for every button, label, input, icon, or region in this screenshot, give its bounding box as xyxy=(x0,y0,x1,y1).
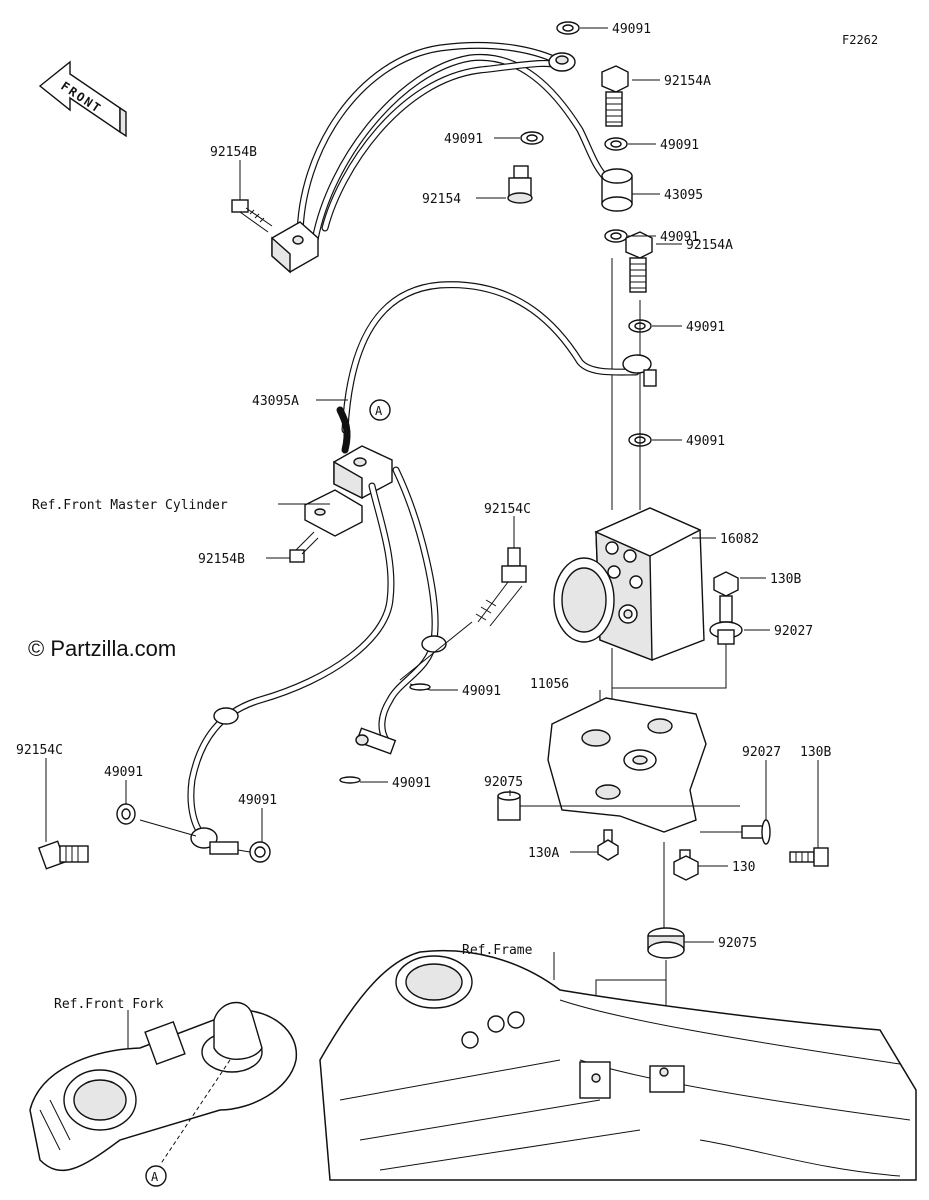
callout-43095a: 43095A xyxy=(252,394,299,409)
callout-ref-front-master-cylinder: Ref.Front Master Cylinder xyxy=(32,498,228,513)
callout-49091-i: 49091 xyxy=(238,793,277,808)
bolt-130b-right xyxy=(789,847,829,867)
callout-130a: 130A xyxy=(528,846,559,861)
hose-grommet-left xyxy=(213,707,239,725)
callout-92075-left: 92075 xyxy=(484,775,523,790)
bolt-92154a-mid xyxy=(625,231,653,293)
callout-92027-upper: 92027 xyxy=(774,624,813,639)
callout-43095: 43095 xyxy=(664,188,703,203)
grommet-92075-lower xyxy=(647,927,685,959)
hose-grommet-right xyxy=(421,635,447,653)
frame-assembly xyxy=(319,949,917,1181)
callout-49091-g: 49091 xyxy=(462,684,501,699)
callout-49091-h: 49091 xyxy=(104,765,143,780)
callout-49091-d: 49091 xyxy=(660,230,699,245)
banjo-fitting-lower-left xyxy=(190,827,239,855)
callout-92154c-left: 92154C xyxy=(16,743,63,758)
callout-92154b-mid: 92154B xyxy=(198,552,245,567)
callout-49091-b: 49091 xyxy=(444,132,483,147)
banjo-fitting-mid xyxy=(622,354,657,387)
bolt-92154b-mid xyxy=(289,531,319,563)
front-arrow-icon: FRONT xyxy=(38,60,127,138)
callout-92154c-mid: 92154C xyxy=(484,502,531,517)
washer-49091-h xyxy=(339,776,361,784)
bolt-130b-upper xyxy=(713,571,739,623)
callout-92154b-top: 92154B xyxy=(210,145,257,160)
marker-a-bottom-label: A xyxy=(151,1170,159,1184)
front-fork-clamp xyxy=(29,1001,297,1172)
master-cylinder-bracket xyxy=(304,489,363,537)
marker-a-top-label: A xyxy=(375,404,383,418)
callout-49091-c: 49091 xyxy=(660,138,699,153)
bolt-92154a-top xyxy=(601,65,629,127)
bracket-11056 xyxy=(547,697,707,833)
fitting-43095 xyxy=(601,168,633,212)
callout-130b-right: 130B xyxy=(800,745,831,760)
abs-unit-16082 xyxy=(553,507,705,662)
callout-49091-f: 49091 xyxy=(686,434,725,449)
washer-49091-g xyxy=(409,683,431,691)
brake-hose-43095a xyxy=(336,281,640,454)
callout-130b-upper: 130B xyxy=(770,572,801,587)
callout-92154a-mid: 92154A xyxy=(686,238,733,253)
collar-92027-upper xyxy=(709,621,743,645)
callout-130: 130 xyxy=(732,860,755,875)
banjo-fitting-top xyxy=(548,52,576,72)
watermark: © Partzilla.com xyxy=(28,636,176,661)
bolt-130 xyxy=(673,849,699,881)
callout-92154a-top: 92154A xyxy=(664,74,711,89)
bolt-92154b-upper xyxy=(231,199,273,233)
bolt-130a xyxy=(597,829,619,861)
banjo-fitting-lower-right xyxy=(355,727,397,755)
lower-brake-hoses xyxy=(187,466,439,840)
callout-49091-a: 49091 xyxy=(612,22,651,37)
callout-ref-frame: Ref.Frame xyxy=(462,943,533,958)
callout-ref-front-fork: Ref.Front Fork xyxy=(54,997,164,1012)
callout-92154: 92154 xyxy=(422,192,461,207)
collar-92027-right xyxy=(741,819,771,845)
callout-49091-j: 49091 xyxy=(392,776,431,791)
upper-brake-hose xyxy=(296,41,612,244)
bleeder-92154c-left xyxy=(37,840,89,870)
hose-junction-block xyxy=(333,445,393,500)
hose-block-fitting-upper xyxy=(271,221,319,274)
marker-a-top xyxy=(369,399,391,421)
callout-11056: 11056 xyxy=(530,677,569,692)
callout-16082: 16082 xyxy=(720,532,759,547)
marker-a-bottom xyxy=(145,1165,167,1187)
callout-92075-lower: 92075 xyxy=(718,936,757,951)
figure-code: F2262 xyxy=(842,33,878,47)
callout-92027-right: 92027 xyxy=(742,745,781,760)
callout-49091-e: 49091 xyxy=(686,320,725,335)
grommet-92075-left xyxy=(497,791,521,821)
bleeder-92154c-mid xyxy=(475,547,527,627)
bleeder-92154 xyxy=(507,165,533,204)
